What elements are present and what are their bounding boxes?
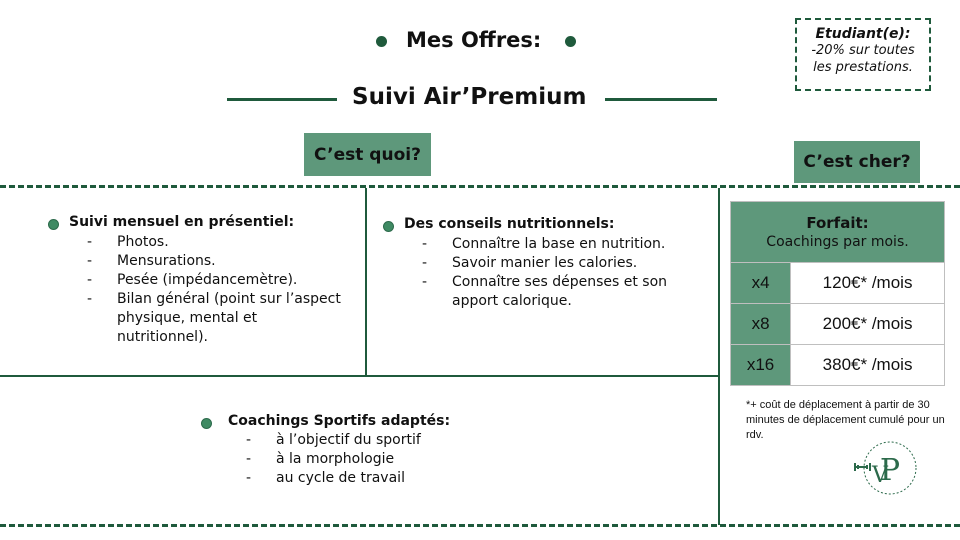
- section-heading-coachings: Coachings Sportifs adaptés:: [228, 413, 451, 429]
- list-item: Connaître ses dépenses et son apport cal…: [422, 273, 712, 311]
- suivi-list: Photos. Mensurations. Pesée (impédancemè…: [87, 233, 349, 347]
- pricing-qty: x16: [729, 344, 792, 386]
- title-dot-left: [376, 36, 387, 47]
- offer-name: Suivi Air’Premium: [352, 84, 587, 110]
- pricing-price: 200€* /mois: [790, 303, 945, 345]
- list-item: Pesée (impédancemètre).: [87, 271, 349, 290]
- divider-bottom-dashed: [0, 524, 960, 527]
- title-dot-right: [565, 36, 576, 47]
- list-item: Bilan général (point sur l’aspect physiq…: [87, 290, 349, 347]
- pricing-subtitle: Coachings par mois.: [766, 234, 909, 250]
- student-discount-line-2: les prestations.: [813, 60, 913, 75]
- subtitle-line-right: [605, 98, 717, 101]
- table-row: x4 120€* /mois: [729, 262, 945, 304]
- section-heading-conseils: Des conseils nutritionnels:: [404, 216, 615, 232]
- list-item: à la morphologie: [246, 450, 506, 469]
- travel-cost-note: *+ coût de déplacement à partir de 30 mi…: [746, 399, 945, 441]
- pricing-header: Forfait: Coachings par mois.: [730, 201, 945, 263]
- student-discount-box: Etudiant(e): -20% sur toutes les prestat…: [795, 18, 931, 91]
- list-item: Photos.: [87, 233, 349, 252]
- student-discount-line-1: -20% sur toutes: [811, 43, 915, 58]
- divider-vertical-middle: [365, 188, 367, 375]
- list-item: Savoir manier les calories.: [422, 254, 712, 273]
- svg-text:V: V: [871, 463, 889, 488]
- list-item: au cycle de travail: [246, 469, 506, 488]
- list-item: à l’objectif du sportif: [246, 431, 506, 450]
- pricing-qty: x4: [729, 262, 792, 304]
- student-discount-heading: Etudiant(e):: [815, 26, 911, 42]
- divider-vertical-right: [718, 188, 720, 525]
- conseils-list: Connaître la base en nutrition. Savoir m…: [422, 235, 712, 311]
- bullet-dot: [383, 221, 394, 232]
- divider-top-dashed: [0, 185, 960, 188]
- pricing-qty: x8: [729, 303, 792, 345]
- brand-logo: P V: [848, 438, 926, 498]
- section-heading-suivi: Suivi mensuel en présentiel:: [69, 214, 295, 230]
- pricing-title: Forfait:: [806, 214, 869, 232]
- coachings-list: à l’objectif du sportif à la morphologie…: [246, 431, 506, 488]
- price-badge: C’est cher?: [794, 141, 920, 183]
- subtitle-line-left: [227, 98, 337, 101]
- bullet-dot: [48, 219, 59, 230]
- page-title: Mes Offres:: [406, 28, 542, 52]
- pricing-table: Forfait: Coachings par mois. x4 120€* /m…: [729, 201, 945, 386]
- logo-graphic: P V: [854, 441, 917, 495]
- pricing-price: 380€* /mois: [790, 344, 945, 386]
- divider-horizontal-middle: [0, 375, 719, 377]
- dumbbell-icon: [854, 463, 871, 471]
- pricing-price: 120€* /mois: [790, 262, 945, 304]
- bullet-dot: [201, 418, 212, 429]
- svg-text:P: P: [880, 453, 900, 488]
- list-item: Connaître la base en nutrition.: [422, 235, 712, 254]
- table-row: x16 380€* /mois: [729, 344, 945, 386]
- what-is-it-badge: C’est quoi?: [304, 133, 431, 176]
- table-row: x8 200€* /mois: [729, 303, 945, 345]
- list-item: Mensurations.: [87, 252, 349, 271]
